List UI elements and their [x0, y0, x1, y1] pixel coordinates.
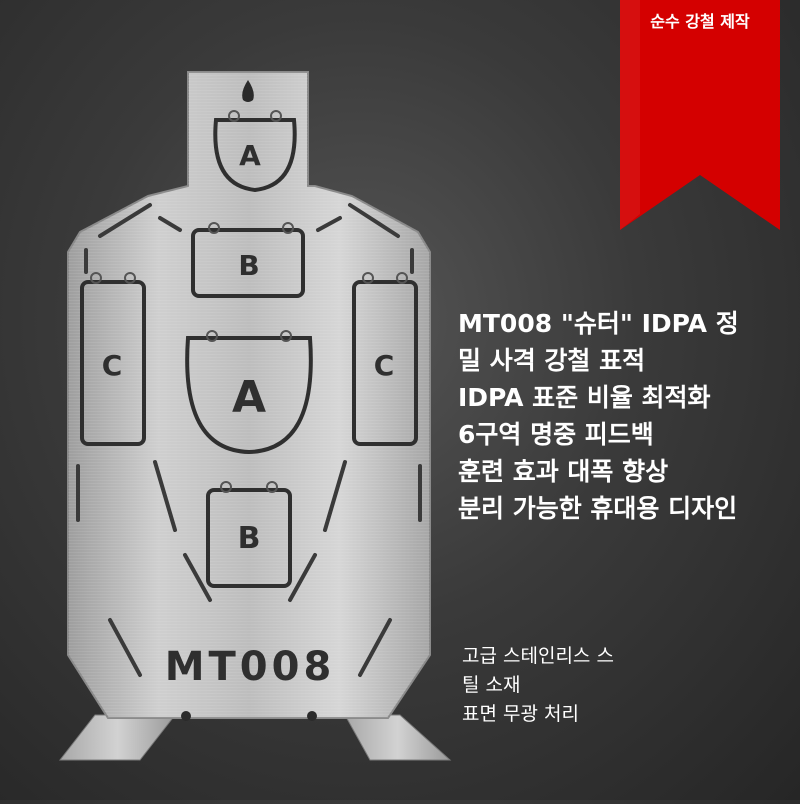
headline-line: 분리 가능한 휴대용 디자인 — [458, 494, 738, 523]
headline-line: 6구역 명중 피드백 — [458, 420, 654, 449]
zone-head: A — [213, 110, 297, 193]
zone-upper-chest-letter: B — [238, 249, 259, 282]
model-mark: MT008 — [165, 644, 336, 690]
material-line: 틸 소재 — [462, 674, 521, 696]
zone-left-arm: C — [80, 272, 146, 446]
headline-line: MT008 "슈터" IDPA 정 — [458, 309, 739, 338]
zone-upper-chest: B — [191, 222, 305, 298]
headline: MT008 "슈터" IDPA 정 밀 사격 강철 표적 IDPA 표준 비율 … — [458, 305, 798, 527]
hanging-hole — [242, 80, 254, 102]
ribbon-label: 순수 강철 제작 — [650, 12, 750, 31]
headline-line: IDPA 표준 비율 최적화 — [458, 383, 711, 412]
zone-right-arm: C — [352, 272, 418, 446]
headline-line: 훈련 효과 대폭 향상 — [458, 457, 669, 486]
zone-right-arm-letter: C — [374, 349, 395, 382]
zone-head-letter: A — [239, 139, 261, 172]
material-note: 고급 스테인리스 스 틸 소재 표면 무광 처리 — [462, 642, 792, 729]
material-line: 표면 무광 처리 — [462, 703, 579, 725]
bolt-hole-right — [307, 711, 317, 721]
zone-center-letter: A — [232, 372, 266, 423]
headline-line: 밀 사격 강철 표적 — [458, 346, 646, 375]
slot-lines — [76, 203, 422, 677]
ribbon-banner — [620, 0, 780, 230]
stand-foot-right — [344, 714, 452, 761]
material-line: 고급 스테인리스 스 — [462, 645, 614, 667]
bolt-hole-left — [181, 711, 191, 721]
zone-center: A — [185, 330, 313, 455]
zone-left-arm-letter: C — [102, 349, 123, 382]
zone-lower: B — [206, 481, 292, 588]
stand-foot-left — [58, 714, 177, 761]
zone-lower-letter: B — [238, 521, 261, 556]
